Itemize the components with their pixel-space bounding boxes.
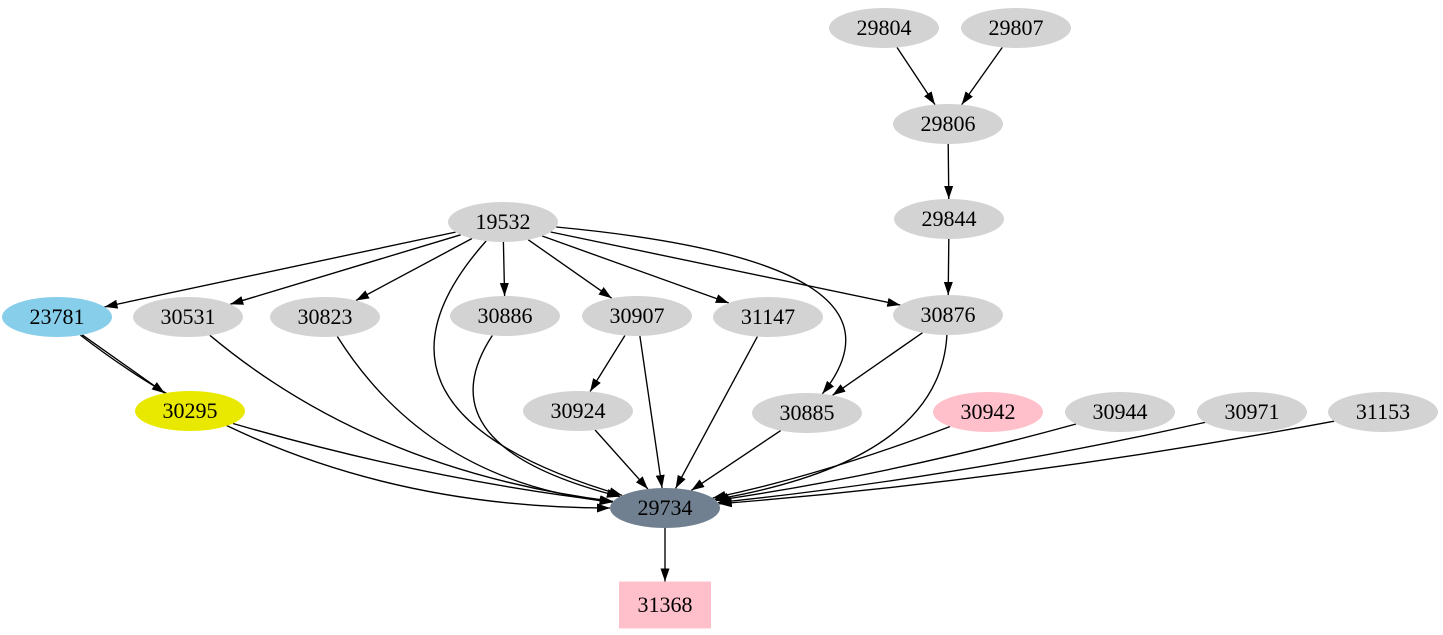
- node-29807-label: 29807: [989, 15, 1044, 40]
- node-30942: 30942: [933, 392, 1043, 432]
- node-31368-shape: [619, 581, 711, 629]
- node-30924: 30924: [523, 391, 633, 431]
- edge-29806-29844: [944, 143, 954, 200]
- node-29804: 29804: [829, 8, 939, 48]
- node-31368: 31368: [619, 581, 711, 629]
- edge-30907-30924: [589, 335, 626, 392]
- node-23781-shape: [2, 297, 112, 337]
- edges-layer: [79, 47, 1335, 582]
- node-19532-shape: [448, 202, 558, 242]
- edge-19532-23781: [104, 231, 456, 309]
- node-29804-label: 29804: [857, 15, 912, 40]
- node-19532: 19532: [448, 202, 558, 242]
- node-23781: 23781: [2, 297, 112, 337]
- edge-30823-29734: [336, 336, 613, 506]
- node-23781-label: 23781: [30, 304, 85, 329]
- node-29844-label: 29844: [922, 206, 977, 231]
- node-29844: 29844: [894, 199, 1004, 239]
- edge-30876-30885: [832, 332, 923, 396]
- node-30295-label: 30295: [163, 398, 218, 423]
- edge-30295-29734: [232, 422, 613, 505]
- node-30971: 30971: [1197, 392, 1307, 432]
- node-31147-label: 31147: [741, 304, 795, 329]
- node-30876-shape: [893, 295, 1003, 335]
- node-31368-label: 31368: [638, 592, 693, 617]
- node-30295-shape: [135, 391, 245, 431]
- node-31153: 31153: [1328, 392, 1438, 432]
- node-30823-label: 30823: [298, 304, 353, 329]
- node-29806: 29806: [893, 104, 1003, 144]
- edge-19532-30823: [355, 237, 473, 302]
- edge-29844-30876: [943, 238, 953, 296]
- edge-29807-29806: [961, 47, 1003, 105]
- node-30942-label: 30942: [961, 399, 1016, 424]
- edge-30924-29734: [594, 429, 649, 490]
- node-30531-shape: [133, 297, 243, 337]
- node-30971-label: 30971: [1225, 399, 1280, 424]
- edge-31153-29734: [718, 420, 1335, 508]
- node-31153-label: 31153: [1356, 399, 1410, 424]
- node-30885: 30885: [752, 393, 862, 433]
- edge-19532-30876: [550, 231, 901, 307]
- node-30823-shape: [270, 297, 380, 337]
- node-30886-shape: [450, 296, 560, 336]
- node-30944-shape: [1065, 392, 1175, 432]
- node-30924-label: 30924: [551, 398, 606, 423]
- node-30876-label: 30876: [921, 302, 976, 327]
- node-30531-label: 30531: [161, 304, 216, 329]
- node-30886-label: 30886: [478, 303, 533, 328]
- edge-30971-29734: [717, 421, 1206, 506]
- nodes-layer: 29804 29807 29806 29844 19532 23781 30531 30823…: [2, 8, 1438, 629]
- node-30531: 30531: [133, 297, 243, 337]
- node-30944: 30944: [1065, 392, 1175, 432]
- node-29804-shape: [829, 8, 939, 48]
- node-30907-label: 30907: [610, 303, 665, 328]
- node-30907: 30907: [582, 296, 692, 336]
- edge-19532-31147: [541, 235, 730, 304]
- node-31153-shape: [1328, 392, 1438, 432]
- node-30924-shape: [523, 391, 633, 431]
- node-30942-shape: [933, 392, 1043, 432]
- node-30295: 30295: [135, 391, 245, 431]
- node-30907-shape: [582, 296, 692, 336]
- node-29807: 29807: [961, 8, 1071, 48]
- node-19532-label: 19532: [476, 209, 531, 234]
- edge-30886-29734: [472, 335, 621, 498]
- edge-30944-29734: [715, 423, 1077, 504]
- edge-19532-30531: [230, 234, 461, 305]
- node-30944-label: 30944: [1093, 399, 1148, 424]
- node-29734-shape: [610, 488, 720, 528]
- node-30876: 30876: [893, 295, 1003, 335]
- edge-30876-29734: [714, 334, 948, 502]
- node-29734: 29734: [610, 488, 720, 528]
- node-29806-label: 29806: [921, 111, 976, 136]
- edge-19532-30907: [527, 239, 613, 299]
- edge-19532-30886: [499, 241, 509, 297]
- node-30886: 30886: [450, 296, 560, 336]
- node-31147-shape: [713, 297, 823, 337]
- node-29806-shape: [893, 104, 1003, 144]
- edge-31147-29734: [675, 336, 758, 489]
- node-30971-shape: [1197, 392, 1307, 432]
- node-30885-shape: [752, 393, 862, 433]
- node-31147: 31147: [713, 297, 823, 337]
- node-29807-shape: [961, 8, 1071, 48]
- node-29844-shape: [894, 199, 1004, 239]
- edge-30885-29734: [690, 430, 782, 491]
- edge-29804-29806: [896, 47, 936, 105]
- node-30885-label: 30885: [780, 400, 835, 425]
- edge-30907-29734: [639, 335, 665, 489]
- node-30823: 30823: [270, 297, 380, 337]
- node-29734-label: 29734: [638, 495, 693, 520]
- edge-19532-29734: [433, 240, 623, 497]
- edge-23781-29734: [79, 334, 611, 513]
- edge-19532-30885: [556, 226, 847, 395]
- edge-30942-29734: [712, 425, 951, 500]
